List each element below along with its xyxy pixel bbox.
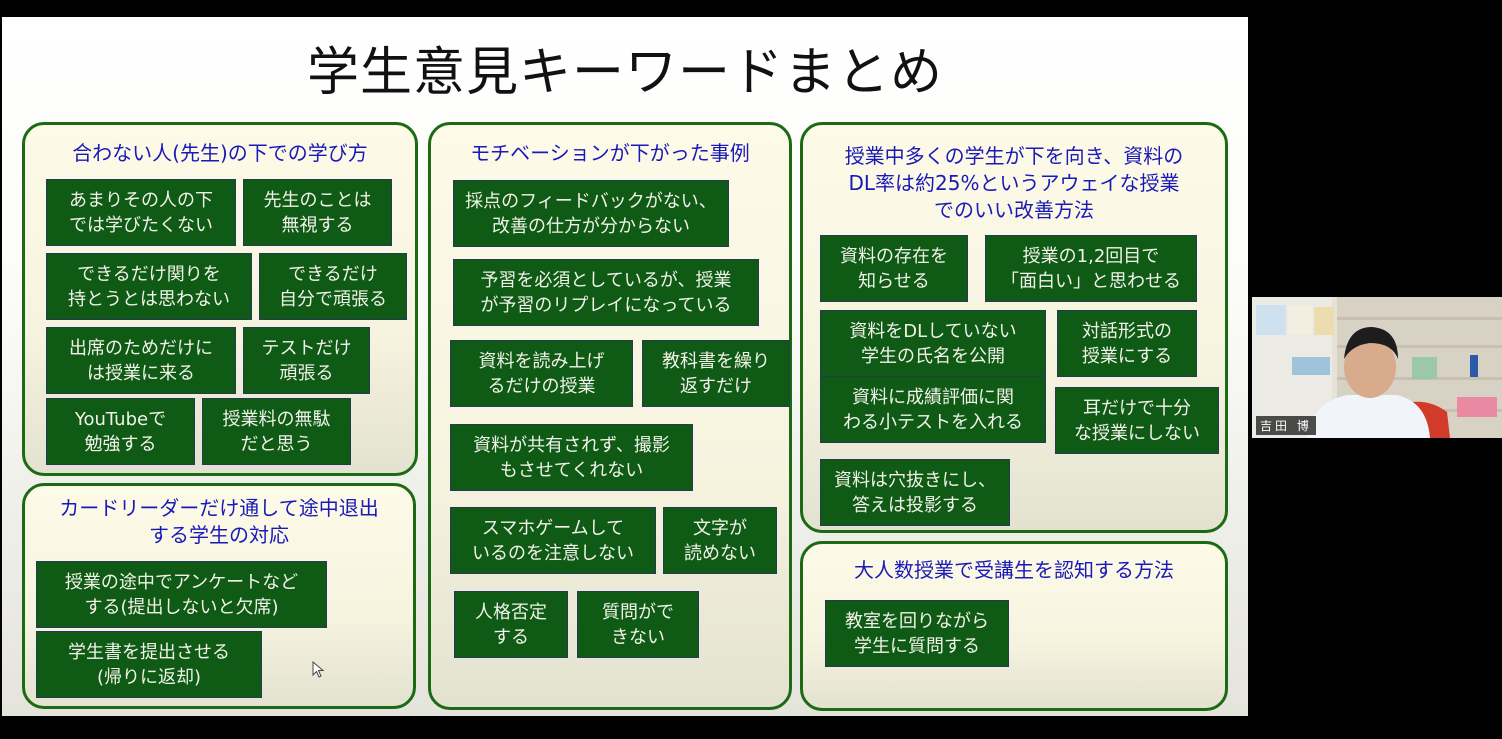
keyword-box: 学生書を提出させる (帰りに返却) — [36, 631, 262, 698]
keyword-box: 対話形式の 授業にする — [1057, 310, 1197, 377]
keyword-box: 資料を読み上げ るだけの授業 — [450, 340, 633, 407]
keyword-box: スマホゲームして いるのを注意しない — [450, 507, 656, 574]
keyword-box: 教室を回りながら 学生に質問する — [825, 600, 1009, 667]
keyword-box: テストだけ 頑張る — [243, 327, 370, 394]
keyword-box: 資料は穴抜きにし、 答えは投影する — [820, 459, 1010, 526]
keyword-box: 授業料の無駄 だと思う — [202, 398, 351, 465]
participant-name-label: 吉田 博 — [1256, 416, 1316, 435]
keyword-box: 資料が共有されず、撮影 もさせてくれない — [450, 424, 693, 491]
keyword-box: 先生のことは 無視する — [243, 179, 392, 246]
panel-learning-under-mismatched-teacher: 合わない人(先生)の下での学び方 あまりその人の下 では学びたくない 先生のこと… — [22, 122, 418, 476]
keyword-box: YouTubeで 勉強する — [46, 398, 195, 465]
keyword-box: 授業の1,2回目で 「面白い」と思わせる — [985, 235, 1197, 302]
keyword-box: 質問がで きない — [577, 591, 699, 658]
keyword-box: 出席のためだけに は授業に来る — [46, 327, 236, 394]
panel-away-class-improvements: 授業中多くの学生が下を向き、資料の DL率は約25%というアウェイな授業 でのい… — [800, 122, 1228, 533]
keyword-box: 資料をDLしていない 学生の氏名を公開 — [820, 310, 1046, 377]
keyword-box: あまりその人の下 では学びたくない — [46, 179, 236, 246]
panel-recognizing-students-large-class: 大人数授業で受講生を認知する方法 教室を回りながら 学生に質問する — [800, 541, 1228, 711]
panel-title: モチベーションが下がった事例 — [470, 141, 750, 165]
keyword-box: できるだけ関りを 持とうとは思わない — [46, 253, 252, 320]
keyword-box: 資料に成績評価に関 わる小テストを入れる — [820, 376, 1046, 443]
webcam-video-tile[interactable]: 吉田 博 — [1252, 297, 1502, 438]
panel-title: 大人数授業で受講生を認知する方法 — [854, 558, 1174, 582]
panel-motivation-drop-cases: モチベーションが下がった事例 採点のフィードバックがない、 改善の仕方が分からな… — [428, 122, 792, 710]
panel-title: カードリーダーだけ通して途中退出 する学生の対応 — [59, 496, 379, 547]
keyword-box: 文字が 読めない — [663, 507, 777, 574]
keyword-box: 教科書を繰り 返すだけ — [642, 340, 790, 407]
mouse-cursor-icon — [312, 661, 325, 678]
presentation-slide: 学生意見キーワードまとめ 合わない人(先生)の下での学び方 あまりその人の下 で… — [2, 17, 1248, 716]
keyword-box: 授業の途中でアンケートなど する(提出しないと欠席) — [36, 561, 327, 628]
panel-title: 合わない人(先生)の下での学び方 — [72, 141, 368, 165]
panel-card-reader-early-exit: カードリーダーだけ通して途中退出 する学生の対応 授業の途中でアンケートなど す… — [22, 483, 416, 709]
keyword-box: 耳だけで十分 な授業にしない — [1055, 387, 1219, 454]
keyword-box: 人格否定 する — [454, 591, 568, 658]
keyword-box: 資料の存在を 知らせる — [820, 235, 968, 302]
slide-title: 学生意見キーワードまとめ — [306, 43, 943, 103]
keyword-box: 予習を必須としているが、授業 が予習のリプレイになっている — [453, 259, 759, 326]
keyword-box: 採点のフィードバックがない、 改善の仕方が分からない — [453, 180, 729, 247]
keyword-box: できるだけ 自分で頑張る — [259, 253, 407, 320]
webcam-video-feed — [1252, 297, 1502, 438]
panel-title: 授業中多くの学生が下を向き、資料の DL率は約25%というアウェイな授業 でのい… — [844, 144, 1184, 222]
